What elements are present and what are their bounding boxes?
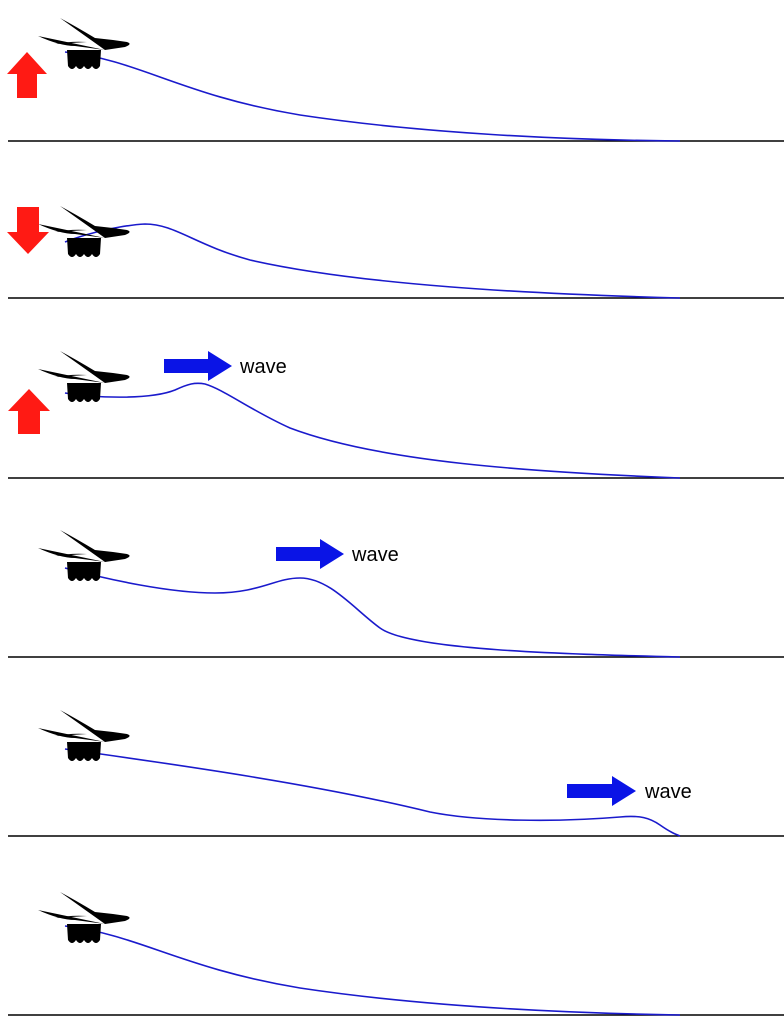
rope (64, 223, 681, 299)
panel-6 (8, 892, 784, 1016)
rope (64, 925, 681, 1016)
arrow-up-icon (8, 389, 50, 434)
wave-label: wave (351, 544, 399, 566)
rope (64, 382, 681, 479)
hand-icon (38, 530, 130, 581)
rope (64, 567, 681, 658)
arrow-right-icon (276, 539, 344, 569)
panel-2 (7, 206, 784, 299)
arrow-down-icon (7, 207, 49, 254)
arrow-up-icon (7, 52, 47, 98)
panel-3: wave (8, 351, 784, 479)
panel-5: wave (8, 710, 784, 837)
hand-icon (38, 18, 130, 69)
rope (64, 51, 681, 142)
hand-icon (38, 351, 130, 402)
hand-icon (38, 892, 130, 943)
panel-1 (7, 18, 784, 142)
wave-label: wave (644, 781, 692, 803)
hand-icon (38, 206, 130, 257)
panel-4: wave (8, 530, 784, 658)
arrow-right-icon (164, 351, 232, 381)
arrow-right-icon (567, 776, 636, 806)
wave-label: wave (239, 356, 287, 378)
hand-icon (38, 710, 130, 761)
rope (64, 748, 681, 837)
